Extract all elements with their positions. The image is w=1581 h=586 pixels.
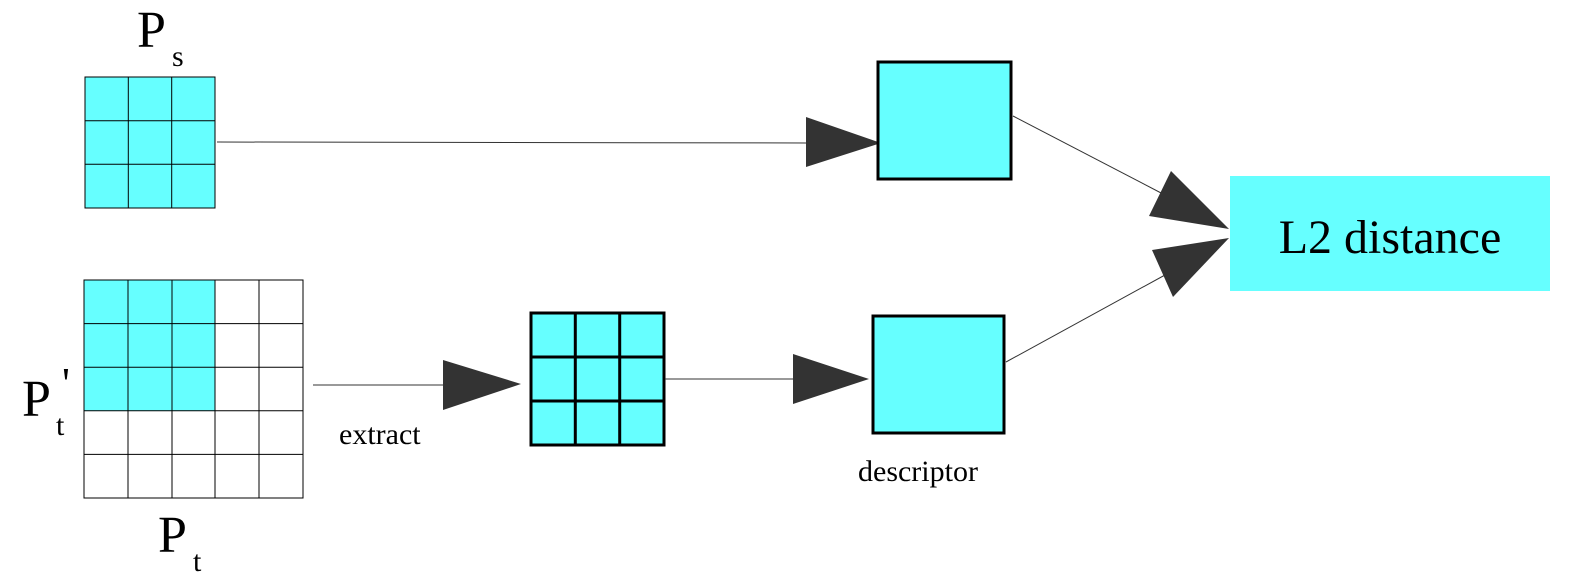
patch-ps-grid (84, 76, 216, 209)
label-pt-main: P (158, 507, 187, 564)
descriptor-arrow-top (216, 117, 881, 167)
patch-pt-grid (83, 279, 304, 499)
l2-arrow-top (1012, 115, 1229, 229)
label-pt-prime-main: P (22, 371, 51, 428)
descriptor-box-top (876, 60, 1013, 181)
label-pt-prime-sub: t (56, 409, 65, 442)
l2-arrow-bottom (1005, 238, 1229, 363)
label-ps-sub: s (172, 40, 184, 73)
descriptor-box-bottom (871, 314, 1006, 435)
l2-distance-box (1230, 176, 1550, 291)
label-descriptor: descriptor (858, 455, 978, 488)
descriptor-arrow-bottom (665, 354, 869, 404)
extract-arrow (313, 360, 521, 410)
label-pt-sub: t (193, 545, 202, 578)
label-ps-main: P (137, 2, 166, 59)
label-pt-prime-mark: ' (62, 359, 70, 408)
l2-distance-label: L2 distance (1279, 211, 1502, 264)
extracted-patch-grid (529, 311, 666, 447)
label-extract: extract (339, 418, 421, 451)
